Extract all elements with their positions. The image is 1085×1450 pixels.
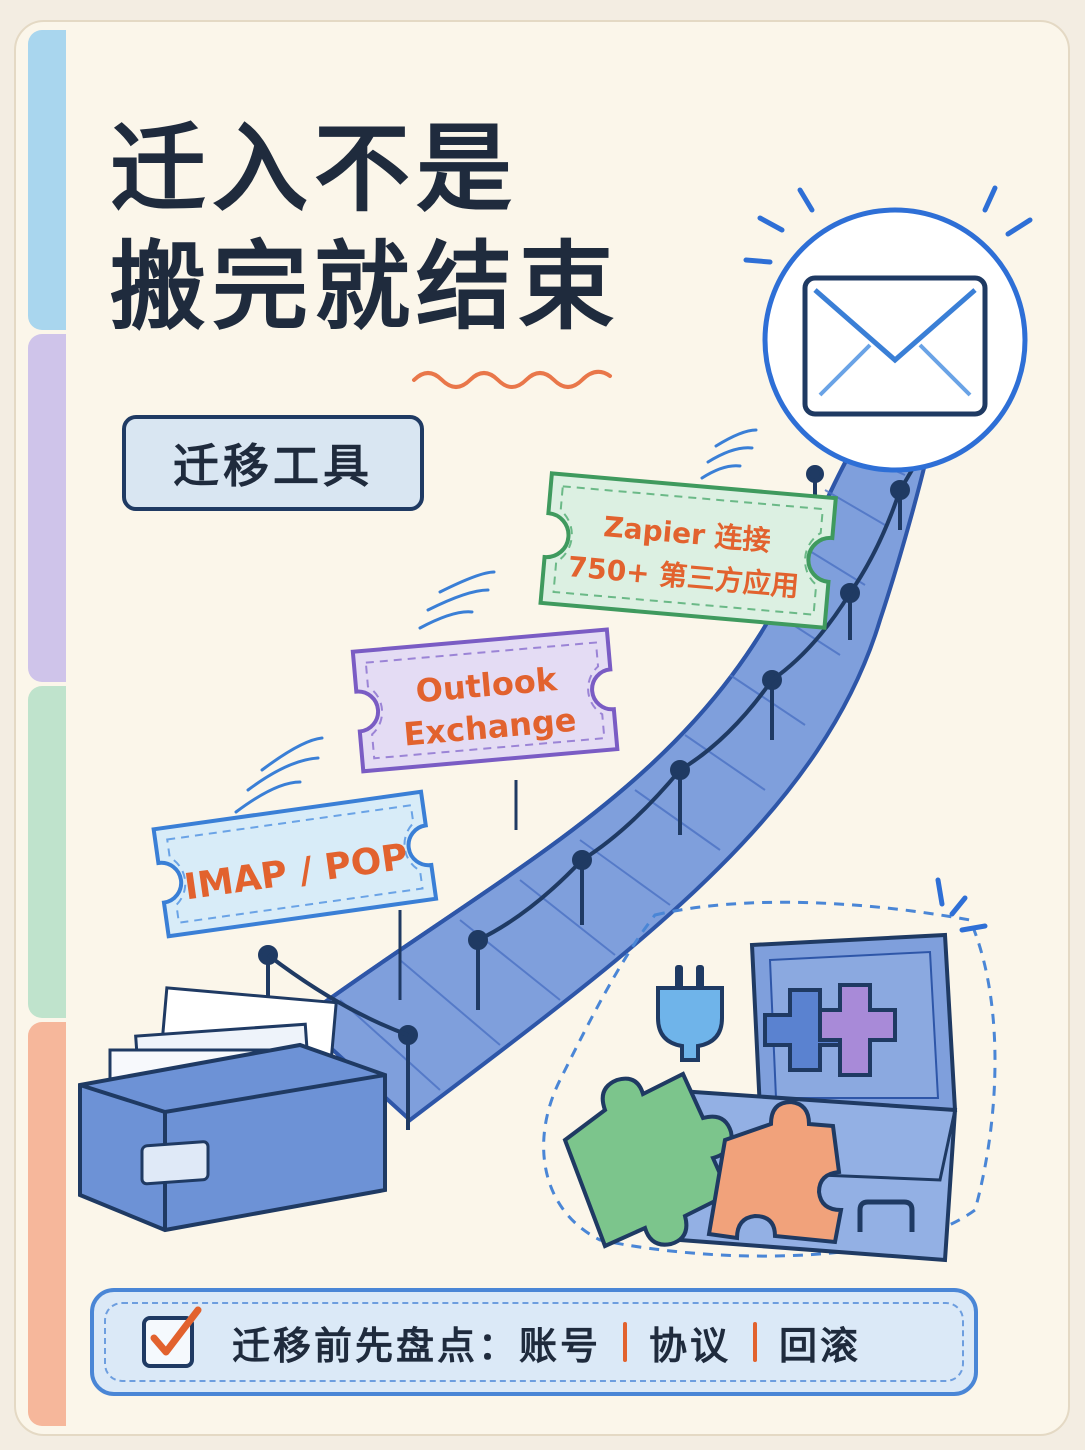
ticket-zapier: Zapier 连接 750+ 第三方应用 <box>538 471 838 630</box>
puzzle-icon-2 <box>706 1099 844 1245</box>
title-squiggle <box>412 369 612 389</box>
page-title: 迁入不是 搬完就结束 <box>110 110 620 346</box>
footer-banner: 迁移前先盘点：账号 协议 回滚 <box>90 1288 978 1396</box>
ticket-imap: IMAP / POP <box>151 789 439 939</box>
envelope-icon <box>743 185 1033 473</box>
tab-purple <box>28 334 66 682</box>
file-box-icon <box>78 986 387 1233</box>
title-line-2: 搬完就结束 <box>110 231 620 343</box>
tab-green <box>28 686 66 1018</box>
plug-icon <box>656 965 724 1062</box>
tools-label-box: 迁移工具 <box>122 415 424 511</box>
footer-lead: 迁移前先盘点：账号 <box>232 1323 602 1368</box>
tab-orange <box>28 1022 66 1426</box>
ticket-outlook: Outlook Exchange <box>350 627 620 774</box>
footer-item-rollback: 回滚 <box>779 1323 862 1368</box>
footer-separator-1 <box>623 1322 628 1362</box>
footer-text: 迁移前先盘点：账号 协议 回滚 <box>232 1315 861 1370</box>
puzzle-icon <box>562 1071 734 1249</box>
footer-separator-2 <box>753 1322 758 1362</box>
footer-item-protocol: 协议 <box>649 1323 732 1368</box>
checkbox-icon <box>142 1306 202 1368</box>
title-line-1: 迁入不是 <box>110 113 518 225</box>
tab-blue <box>28 30 66 330</box>
footer-dashed-border <box>104 1302 964 1382</box>
